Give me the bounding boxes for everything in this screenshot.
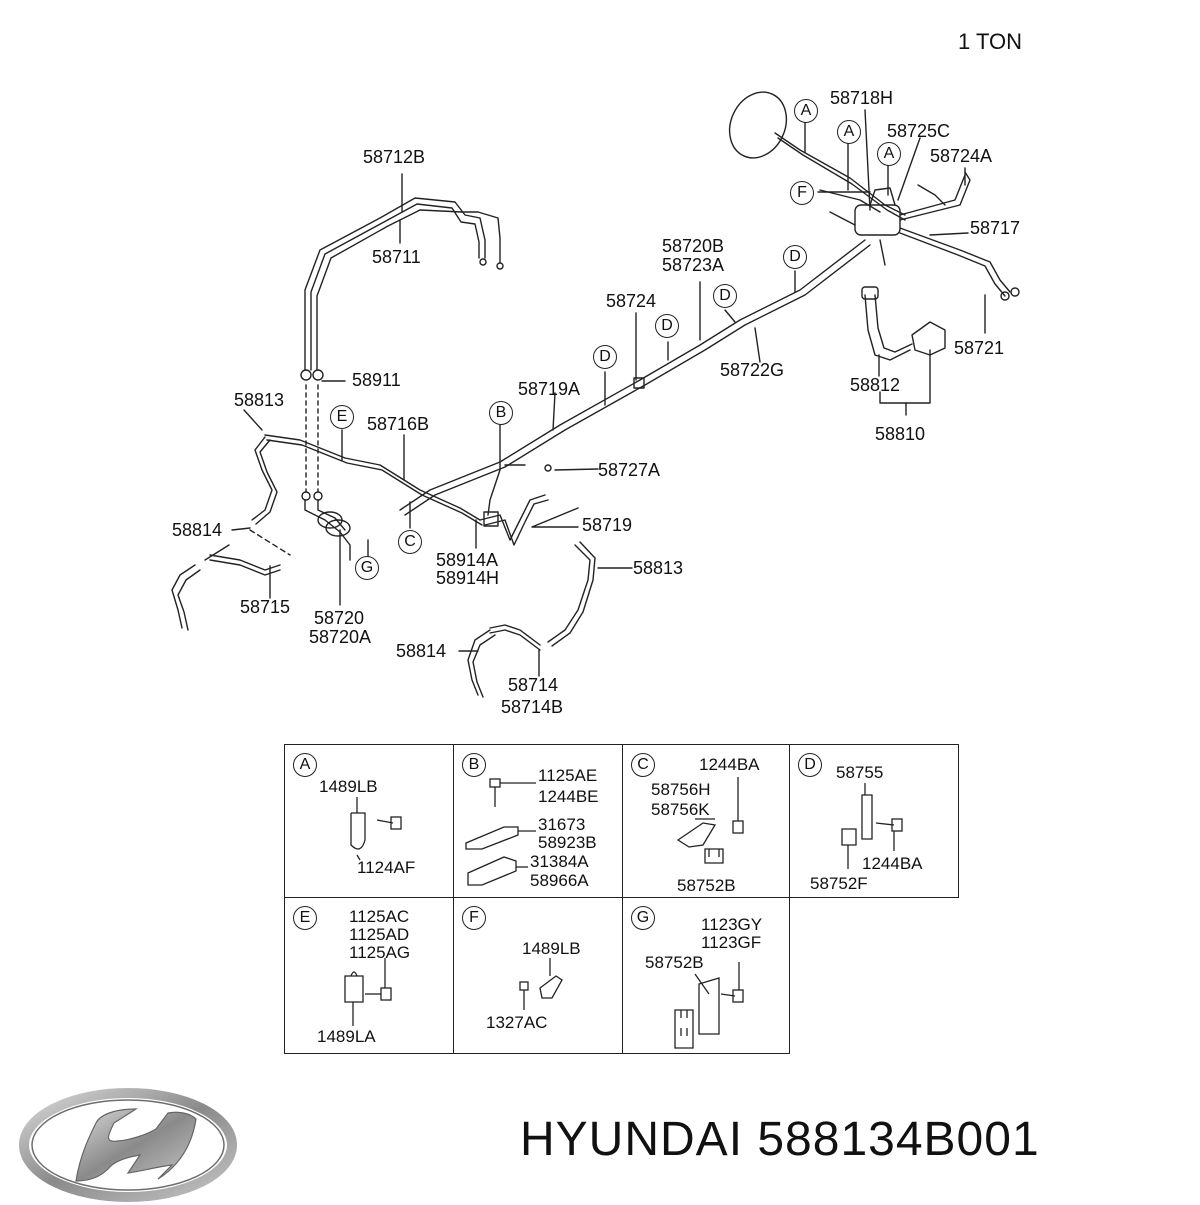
callout-d: D <box>655 314 679 338</box>
callout-e: E <box>330 405 354 429</box>
callout-a: A <box>877 142 901 166</box>
part-label: 58911 <box>352 370 401 390</box>
detail-tag: E <box>293 906 317 930</box>
detail-label: 31384A <box>530 852 589 871</box>
callout-g: G <box>355 556 379 580</box>
part-label: 58721 <box>954 338 1005 358</box>
part-label: 58716B <box>367 414 430 434</box>
part-label: 58718H <box>830 88 894 108</box>
callout-a: A <box>794 99 818 123</box>
detail-label: 1123GY <box>701 915 763 934</box>
detail-label: 1244BA <box>862 854 923 873</box>
detail-cell-b: B 1125AE 1244BE 31673 58923B 31384A 5896… <box>453 744 623 898</box>
part-label: 58720 <box>314 608 365 628</box>
hyundai-logo <box>19 1088 237 1202</box>
detail-label: 58756H <box>651 780 711 799</box>
detail-label: 58923B <box>538 833 597 852</box>
detail-tag: G <box>631 906 655 930</box>
detail-label: 1244BA <box>699 755 760 774</box>
clip-nut-drawing <box>519 958 563 1010</box>
part-label: 58714B <box>501 697 564 717</box>
detail-label: 1124AF <box>357 858 416 877</box>
detail-label: 58966A <box>530 871 589 890</box>
detail-tag: C <box>631 753 655 777</box>
detail-cell-g: G 1123GY 1123GF 58752B <box>622 897 790 1054</box>
callout-d: D <box>783 245 807 269</box>
brake-line-diagram <box>171 91 1020 698</box>
detail-label: 1489LB <box>522 939 581 958</box>
clip-bolt-drawing <box>344 958 392 1026</box>
detail-label: 58752B <box>677 876 736 895</box>
detail-tag: F <box>462 906 486 930</box>
clamp-bolt-drawing <box>674 962 744 1049</box>
part-label: 58814 <box>172 520 223 540</box>
detail-label: 1125AE <box>538 766 598 785</box>
callout-b: B <box>489 401 513 425</box>
detail-label: 1489LB <box>319 777 378 796</box>
part-label: 58711 <box>372 247 421 267</box>
part-label: 58814 <box>396 641 447 661</box>
part-label: 58727A <box>598 460 661 480</box>
variant-label: 1 TON <box>958 29 1022 54</box>
booster-part <box>728 91 788 159</box>
detail-label: 58752F <box>810 874 868 893</box>
callout-f: F <box>790 181 814 205</box>
part-label: 58720B <box>662 236 725 256</box>
part-label: 58812 <box>850 375 901 395</box>
part-label: 58723A <box>662 255 725 275</box>
clip-bolt-drawing <box>350 797 402 861</box>
part-label: 58719A <box>518 379 581 399</box>
brand-caption: HYUNDAI 588134B001 <box>520 1113 1040 1166</box>
detail-label: 1123GF <box>701 933 762 952</box>
detail-label: 31673 <box>538 815 586 834</box>
bracket-clip-drawing <box>841 783 903 869</box>
part-label: 58813 <box>234 390 285 410</box>
detail-cell-f: F 1489LB 1327AC <box>453 897 623 1054</box>
part-label: 58725C <box>887 121 951 141</box>
part-label: 58724A <box>930 146 993 166</box>
detail-cell-c: C 1244BA 58756H 58756K 58752B <box>622 744 790 898</box>
callout-d: D <box>713 284 737 308</box>
part-label: 58712B <box>363 147 426 167</box>
detail-tag: A <box>293 753 317 777</box>
callout-d: D <box>593 345 617 369</box>
detail-cell-d: D 58755 1244BA 58752F <box>789 744 959 898</box>
part-label: 58714 <box>508 675 559 695</box>
callout-c: C <box>398 530 422 554</box>
part-label: 58914H <box>436 568 500 588</box>
detail-tag: B <box>462 753 486 777</box>
part-label: 58810 <box>875 424 926 444</box>
part-label: 58722G <box>720 360 785 380</box>
part-label: 58720A <box>309 627 372 647</box>
callout-a: A <box>837 120 861 144</box>
clamp-drawing <box>676 777 744 864</box>
detail-label: 1125AD <box>349 925 410 944</box>
part-label: 58719 <box>582 515 633 535</box>
detail-label: 1125AG <box>349 943 411 962</box>
detail-label: 58756K <box>651 800 710 819</box>
detail-tag: D <box>798 753 822 777</box>
part-label: 58914A <box>436 550 499 570</box>
detail-label: 1125AC <box>349 907 410 926</box>
part-label: 58717 <box>970 218 1021 238</box>
detail-label: 1244BE <box>538 787 599 806</box>
detail-label: 58755 <box>836 763 884 782</box>
bracket-drawing <box>465 778 536 886</box>
detail-cell-e: E 1125AC 1125AD 1125AG 1489LA <box>284 897 454 1054</box>
detail-label: 1489LA <box>317 1027 376 1046</box>
part-label: 58715 <box>240 597 291 617</box>
detail-label: 1327AC <box>486 1013 548 1032</box>
detail-cell-a: A 1489LB 1124AF <box>284 744 454 898</box>
part-label: 58724 <box>606 291 657 311</box>
part-label: 58813 <box>633 558 684 578</box>
detail-label: 58752B <box>645 953 704 972</box>
